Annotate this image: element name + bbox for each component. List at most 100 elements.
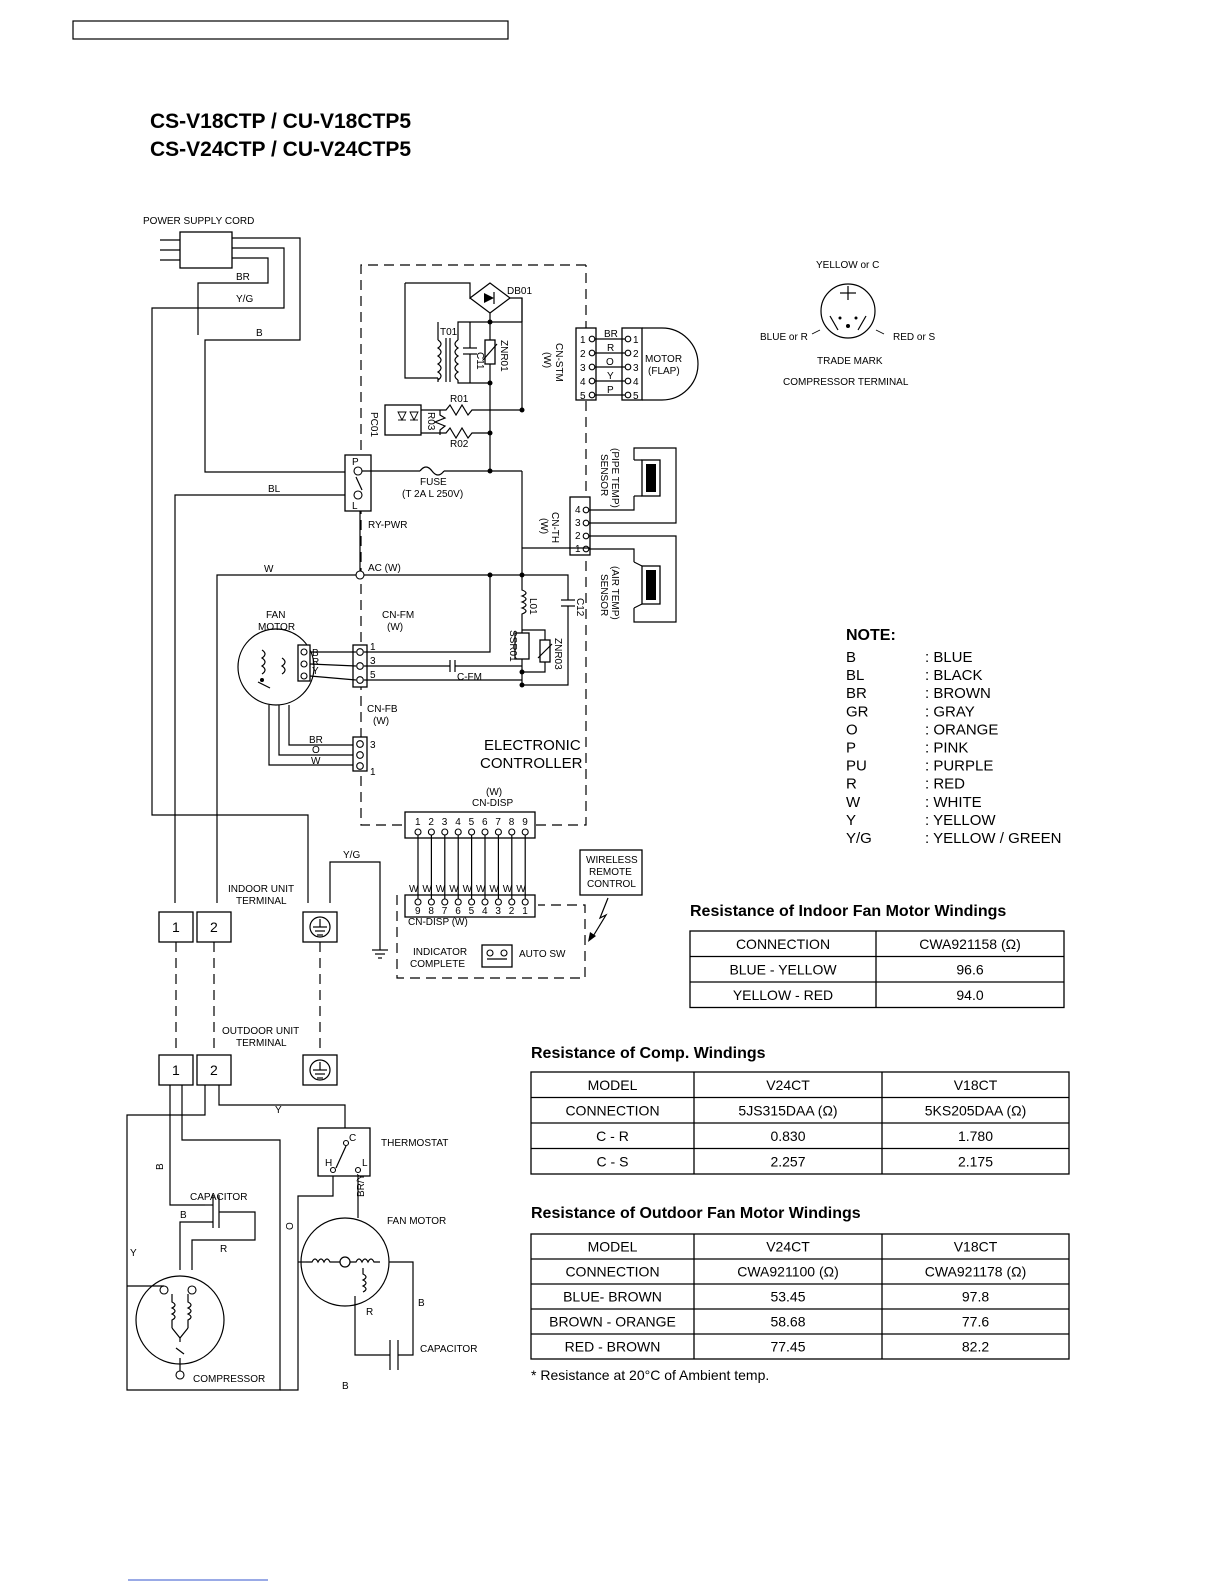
svg-text:CAPACITOR: CAPACITOR bbox=[420, 1344, 477, 1355]
r01-resistor: R01 bbox=[421, 394, 522, 417]
disp-pin-bottom-label: 6 bbox=[455, 906, 461, 917]
svg-text:P: P bbox=[607, 385, 614, 396]
svg-text:B: B bbox=[256, 328, 263, 339]
cn-th-connector: 4 3 2 1 CN-TH (W) bbox=[522, 447, 677, 623]
pipe-temp-sensor: (PIPE TEMP) SENSOR bbox=[598, 448, 661, 508]
svg-text:C-FM: C-FM bbox=[457, 672, 482, 683]
svg-text:(W): (W) bbox=[541, 352, 552, 368]
disp-pin-top-label: 4 bbox=[455, 817, 461, 828]
svg-text:Y/G: Y/G bbox=[236, 294, 253, 305]
fuse: FUSE (T 2A L 250V) bbox=[362, 466, 522, 500]
disp-pin-bottom-label: 9 bbox=[415, 906, 421, 917]
table-cell: V24CT bbox=[766, 1239, 810, 1255]
disp-pin-top bbox=[414, 828, 422, 836]
disp-pin-bottom bbox=[427, 898, 435, 906]
table-cell: BROWN - ORANGE bbox=[549, 1314, 676, 1330]
disp-pin-bottom bbox=[414, 898, 422, 906]
disp-pin-top bbox=[454, 828, 462, 836]
table-cell: CONNECTION bbox=[736, 936, 830, 952]
svg-text:(W): (W) bbox=[373, 716, 389, 727]
table-cell: 96.6 bbox=[956, 961, 983, 977]
table-cell: RED - BROWN bbox=[565, 1339, 661, 1355]
disp-pin-top bbox=[494, 828, 502, 836]
svg-text:AUTO SW: AUTO SW bbox=[519, 949, 566, 960]
svg-text:CN-FM: CN-FM bbox=[382, 610, 414, 621]
table-cell: C - S bbox=[597, 1153, 629, 1169]
svg-text:W: W bbox=[264, 564, 274, 575]
outdoor-wiring: Y B Y B bbox=[126, 1085, 349, 1392]
power-supply-cord: POWER SUPPLY CORD BR Y/G B bbox=[143, 216, 345, 903]
disp-wire-color: W bbox=[463, 884, 473, 895]
svg-text:CN-FB: CN-FB bbox=[367, 704, 398, 715]
table-border bbox=[530, 1233, 1070, 1360]
disp-pin-top bbox=[521, 828, 529, 836]
indicator-complete: INDICATOR COMPLETE bbox=[410, 947, 467, 970]
t01-transformer: T01 bbox=[436, 319, 522, 386]
svg-text:B: B bbox=[342, 1381, 349, 1392]
earth-ground: Y/G bbox=[329, 850, 388, 959]
svg-text:BR: BR bbox=[604, 329, 618, 340]
compressor-capacitor: CAPACITOR B R bbox=[179, 1192, 256, 1270]
svg-text:R: R bbox=[220, 1244, 227, 1255]
svg-text:(AIR TEMP): (AIR TEMP) bbox=[609, 566, 620, 620]
svg-text:OUTDOOR UNIT: OUTDOOR UNIT bbox=[222, 1026, 299, 1037]
legend-color: : BLACK bbox=[925, 667, 983, 684]
resistance-footnote: * Resistance at 20°C of Ambient temp. bbox=[531, 1367, 769, 1383]
legend-color: : PINK bbox=[925, 740, 968, 757]
svg-text:RED or S: RED or S bbox=[893, 332, 936, 343]
table-cell: 58.68 bbox=[770, 1314, 805, 1330]
c12-capacitor: C12 bbox=[522, 598, 585, 686]
svg-text:2: 2 bbox=[633, 349, 639, 360]
legend-code: P bbox=[846, 740, 856, 757]
disp-pin-top-label: 3 bbox=[442, 817, 448, 828]
disp-pin-bottom-label: 3 bbox=[495, 906, 501, 917]
svg-text:L: L bbox=[362, 1158, 368, 1169]
table-cell: C - R bbox=[596, 1128, 629, 1144]
table-cell: 0.830 bbox=[770, 1128, 805, 1144]
svg-text:5: 5 bbox=[580, 391, 586, 402]
svg-text:3: 3 bbox=[633, 363, 639, 374]
table-cell: CWA921158 (Ω) bbox=[919, 936, 1021, 952]
svg-text:POWER SUPPLY CORD: POWER SUPPLY CORD bbox=[143, 216, 254, 227]
svg-text:1: 1 bbox=[172, 919, 180, 935]
electronic-controller-label-1: ELECTRONIC bbox=[484, 737, 581, 754]
svg-text:1: 1 bbox=[370, 767, 376, 778]
svg-text:5: 5 bbox=[370, 670, 376, 681]
disp-pin-bottom bbox=[508, 898, 516, 906]
disp-wire-color: W bbox=[436, 884, 446, 895]
indoor-unit-terminal: INDOOR UNIT TERMINAL 1 2 bbox=[158, 884, 338, 943]
table-cell: V18CT bbox=[954, 1239, 998, 1255]
disp-pin-bottom bbox=[454, 898, 462, 906]
disp-pin-top-label: 1 bbox=[415, 817, 421, 828]
svg-text:2: 2 bbox=[575, 531, 581, 542]
legend-code: PU bbox=[846, 758, 867, 775]
comp-table-title: Resistance of Comp. Windings bbox=[531, 1045, 766, 1062]
disp-pin-bottom-label: 1 bbox=[522, 906, 528, 917]
svg-text:4: 4 bbox=[633, 377, 639, 388]
svg-text:O: O bbox=[285, 1222, 296, 1230]
table-cell: V18CT bbox=[954, 1077, 998, 1093]
svg-text:R01: R01 bbox=[450, 394, 469, 405]
svg-text:(W): (W) bbox=[486, 787, 502, 798]
legend-color: : YELLOW bbox=[925, 812, 996, 829]
ssr01-relay: SSR01 ZNR03 bbox=[507, 626, 563, 688]
znr01-varistor: ZNR01 bbox=[482, 322, 509, 383]
wireless-remote-control: WIRELESS REMOTE CONTROL bbox=[579, 849, 643, 942]
svg-text:1: 1 bbox=[575, 544, 581, 555]
svg-text:BR/Y: BR/Y bbox=[356, 1173, 367, 1197]
svg-text:Y: Y bbox=[607, 371, 614, 382]
legend-code: Y bbox=[846, 812, 856, 829]
table-cell: CWA921100 (Ω) bbox=[737, 1264, 839, 1280]
table-cell: 2.175 bbox=[958, 1153, 993, 1169]
svg-text:(W): (W) bbox=[387, 622, 403, 633]
cn-stm-connector: 1 2 3 4 5 BR R O Y P 1 2 3 4 5 MOTOR (FL… bbox=[521, 298, 699, 402]
svg-text:ZNR01: ZNR01 bbox=[498, 340, 509, 372]
table-cell: CONNECTION bbox=[565, 1102, 659, 1118]
table-cell: MODEL bbox=[588, 1077, 638, 1093]
outdoor-fan-motor: FAN MOTOR O R B CAPACITOR bbox=[285, 1216, 477, 1370]
svg-text:MOTOR: MOTOR bbox=[645, 354, 682, 365]
indoor-fan-motor-table: Resistance of Indoor Fan Motor Windings … bbox=[689, 903, 1065, 1009]
disp-wire-color: W bbox=[516, 884, 526, 895]
svg-text:COMPRESSOR: COMPRESSOR bbox=[193, 1374, 265, 1385]
